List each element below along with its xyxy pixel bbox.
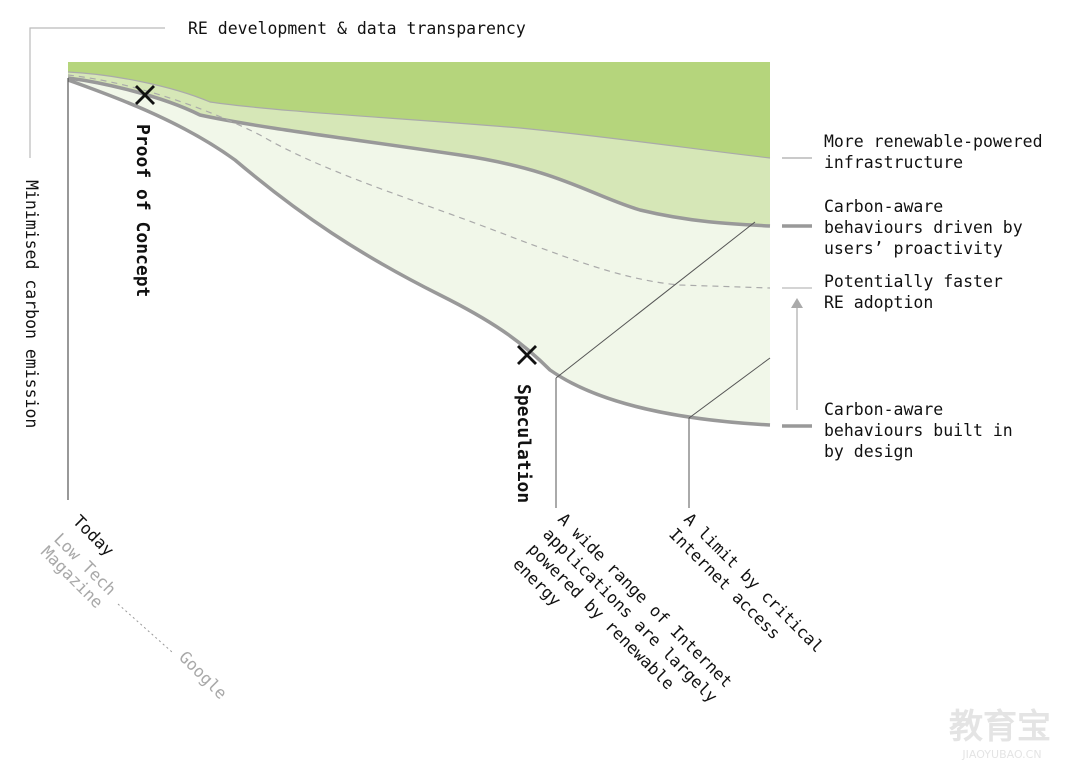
proof-of-concept-label: Proof of Concept	[132, 124, 153, 297]
svg-text:JIAOYUBAO.CN: JIAOYUBAO.CN	[961, 748, 1041, 761]
adoption-arrow-icon	[791, 298, 803, 308]
svg-text:RE adoption: RE adoption	[824, 293, 933, 312]
faster-adoption-curve	[67, 74, 771, 289]
wide-range-diagonal	[555, 221, 756, 379]
limit-diagonal	[688, 357, 771, 419]
svg-text:users’ proactivity: users’ proactivity	[824, 239, 1003, 258]
legend-by-design: Carbon-aware behaviours built in by desi…	[824, 400, 1013, 461]
watermark-logo: 教育宝 JIAOYUBAO.CN	[949, 707, 1051, 761]
svg-text:Carbon-aware: Carbon-aware	[824, 400, 943, 419]
legend-proactivity: Carbon-aware behaviours driven by users’…	[824, 197, 1023, 258]
svg-text:infrastructure: infrastructure	[824, 153, 963, 172]
proof-of-concept-x-icon	[135, 85, 155, 105]
left-axis-label: Minimised carbon emission	[22, 180, 41, 428]
svg-text:Potentially faster: Potentially faster	[824, 272, 1003, 291]
legend-infrastructure: More renewable-powered infrastructure	[824, 132, 1043, 172]
infrastructure-curve	[67, 71, 771, 159]
svg-text:教育宝: 教育宝	[949, 707, 1051, 747]
svg-text:behaviours built in: behaviours built in	[824, 421, 1013, 440]
svg-text:More renewable-powered: More renewable-powered	[824, 132, 1043, 151]
legend-faster-adoption: Potentially faster RE adoption	[824, 272, 1003, 312]
svg-text:behaviours driven by: behaviours driven by	[824, 218, 1023, 237]
speculation-x-icon	[517, 345, 537, 365]
by-design-curve	[67, 78, 771, 427]
top-axis-label: RE development & data transparency	[188, 19, 526, 38]
top-axis-guide	[29, 27, 165, 158]
proactivity-curve	[67, 76, 771, 228]
speculation-label: Speculation	[513, 384, 534, 503]
svg-text:A limit by critical: A limit by critical	[680, 509, 827, 656]
band-infrastructure-area	[68, 62, 770, 158]
low-tech-to-google-dotted	[117, 603, 173, 653]
svg-text:by design: by design	[824, 442, 913, 461]
google-label: Google	[175, 647, 231, 703]
svg-text:Carbon-aware: Carbon-aware	[824, 197, 943, 216]
